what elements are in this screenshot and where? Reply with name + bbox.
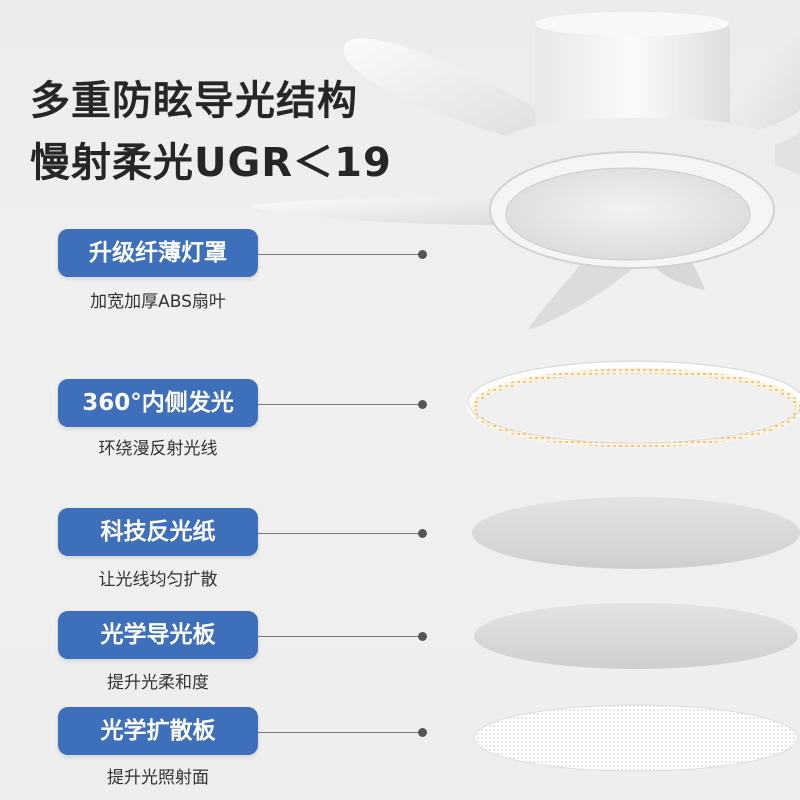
layer-2-leader-dot — [418, 400, 427, 409]
layer-4-leader-line — [258, 636, 422, 637]
layer-2-caption: 环绕漫反射光线 — [98, 439, 218, 459]
layer-5-caption: 提升光照射面 — [107, 768, 209, 788]
headline-line-1: 多重防眩导光结构 — [30, 78, 358, 124]
layer-3-title-badge: 科技反光纸 — [58, 508, 258, 556]
diffuser-disc — [473, 704, 799, 772]
layer-1-title-badge: 升级纤薄灯罩 — [58, 229, 258, 277]
layer-4-caption: 提升光柔和度 — [107, 673, 209, 693]
layer-2-title-badge: 360°内侧发光 — [58, 379, 258, 427]
layer-3-leader-dot — [418, 529, 427, 538]
layer-1-leader-line — [258, 254, 422, 255]
layer-1-leader-dot — [418, 250, 427, 259]
layer-5-leader-dot — [418, 728, 427, 737]
headline-line-2: 慢射柔光UGR＜19 — [30, 140, 392, 186]
lamp-shade — [489, 151, 775, 269]
layer-4-leader-dot — [418, 632, 427, 641]
light-guide-disc — [474, 603, 798, 669]
fan-body — [500, 12, 775, 175]
layer-2-leader-line — [258, 404, 422, 405]
layer-5-title-badge: 光学扩散板 — [58, 707, 258, 755]
layer-3-caption: 让光线均匀扩散 — [98, 570, 218, 590]
fan-blades — [250, 20, 800, 330]
layer-3-leader-line — [258, 533, 422, 534]
layer-4-title-badge: 光学导光板 — [58, 611, 258, 659]
layer-1-caption: 加宽加厚ABS扇叶 — [90, 292, 226, 312]
led-ring — [467, 360, 800, 448]
layer-5-leader-line — [258, 732, 422, 733]
reflector-disc — [472, 497, 800, 569]
